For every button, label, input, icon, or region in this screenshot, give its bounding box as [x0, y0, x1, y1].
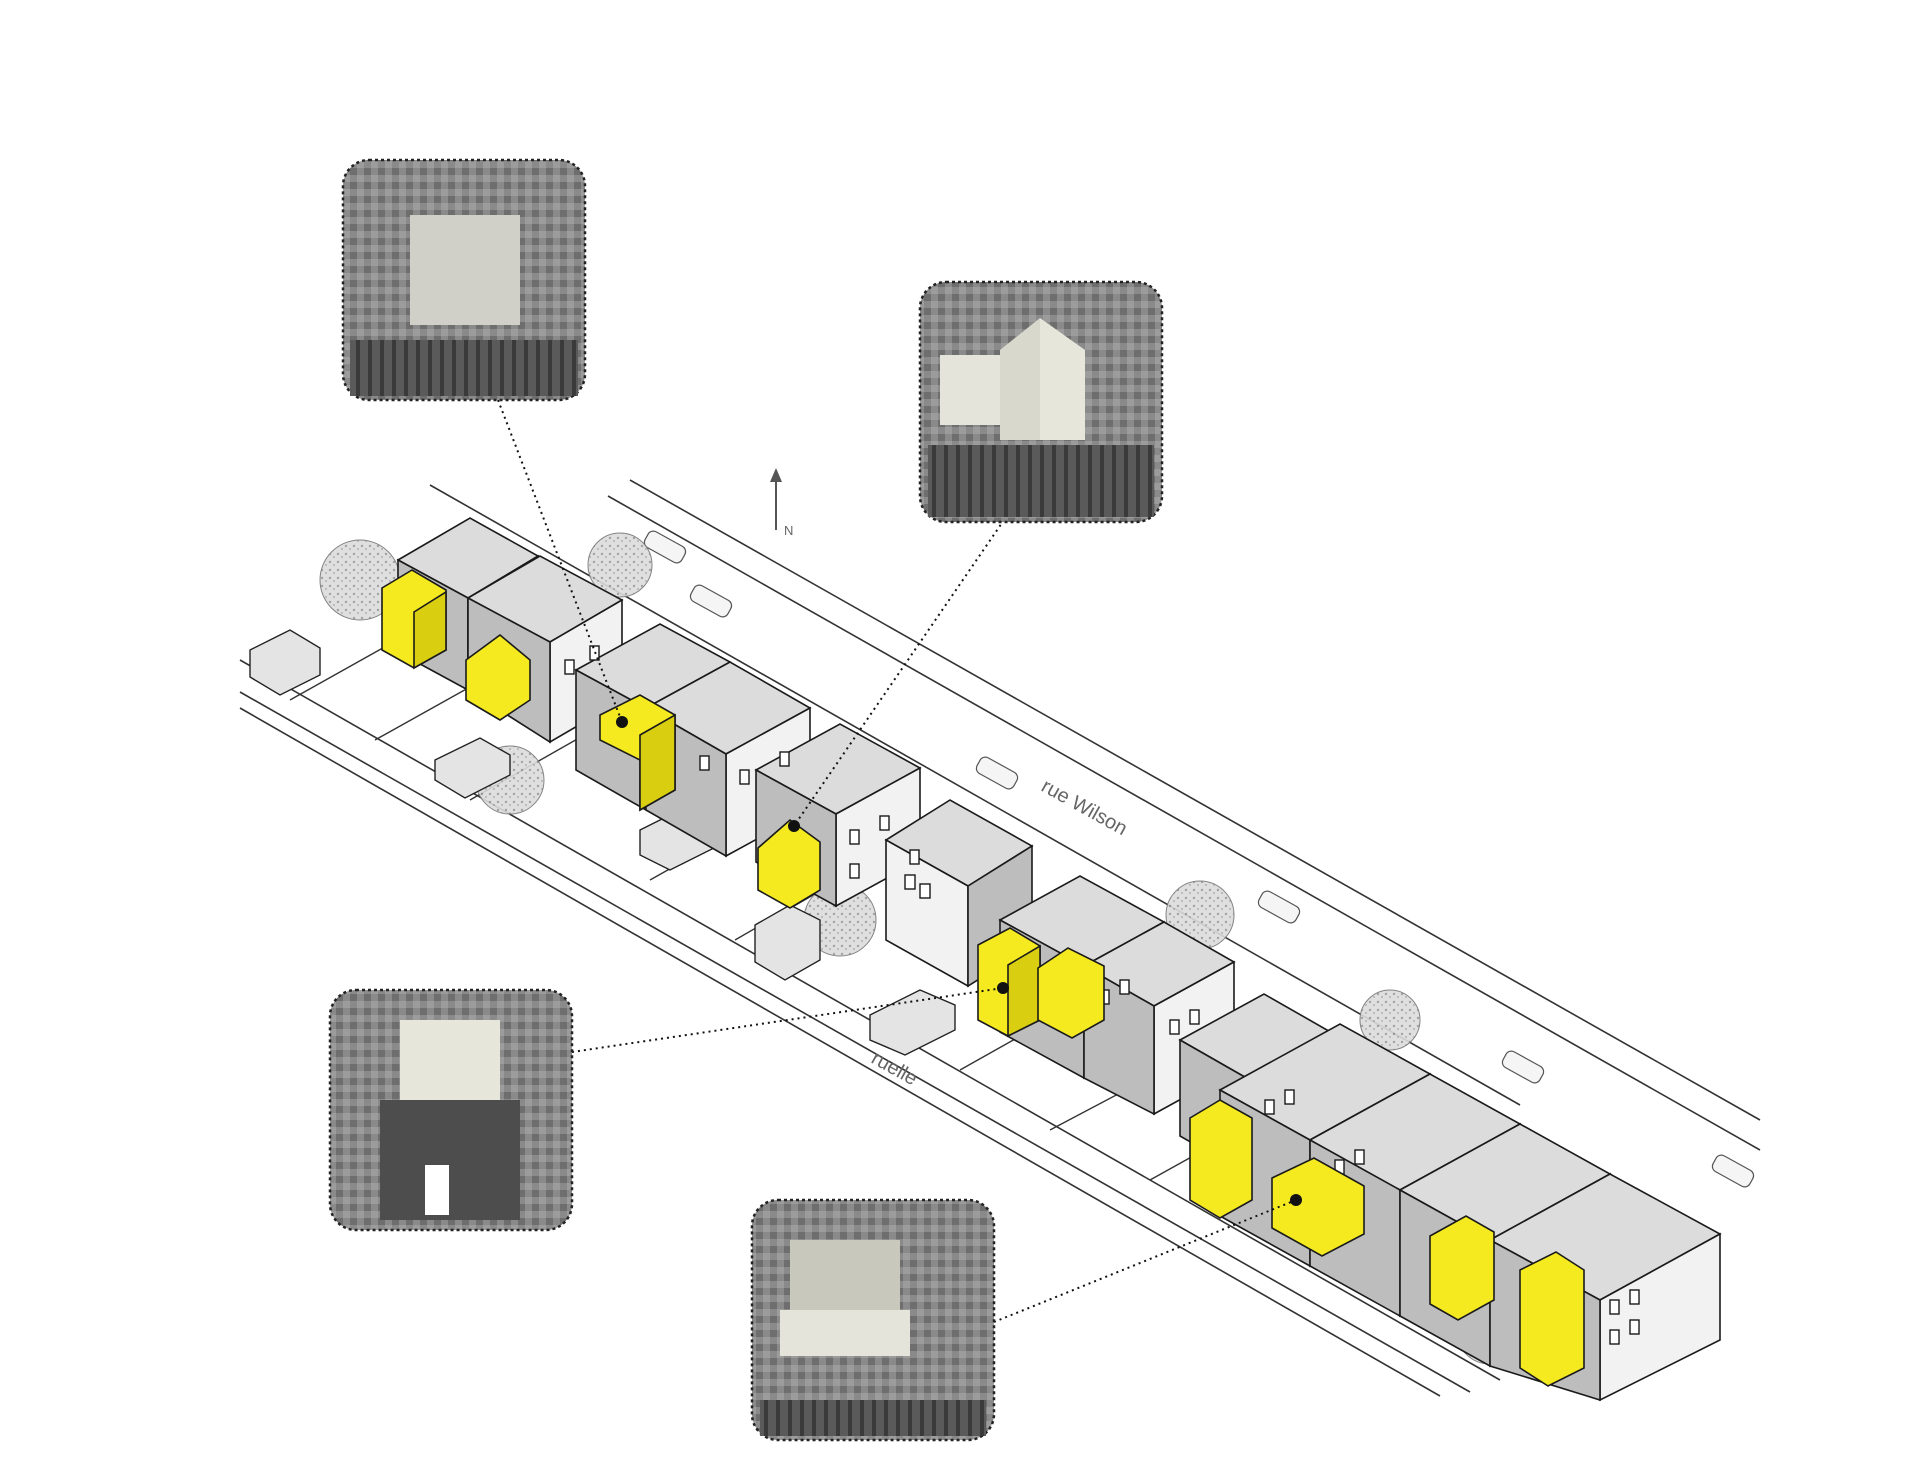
car-6 [1711, 1154, 1755, 1188]
extension-2 [465, 633, 531, 721]
extension-8 [1271, 1157, 1365, 1257]
extension-10 [1519, 1251, 1585, 1387]
tree-8 [1359, 989, 1421, 1051]
car-5 [1501, 1050, 1545, 1084]
car-4 [1257, 890, 1301, 924]
leader-points [616, 716, 1302, 1206]
north-arrow: N [770, 468, 793, 538]
shed-1 [249, 629, 321, 696]
extension-4 [757, 818, 821, 909]
car-1 [643, 530, 687, 564]
extensions [381, 569, 1585, 1387]
cars [643, 530, 1755, 1188]
photo-gable-house-extension [918, 280, 1164, 524]
extension-5 [977, 927, 1041, 1038]
shed-2 [434, 737, 511, 799]
shed-5 [869, 989, 956, 1056]
leader-lines [497, 399, 1297, 1323]
tree-2 [587, 532, 653, 598]
photo-rear-box-extension [750, 1198, 996, 1442]
shed-4 [754, 904, 821, 981]
extension-7 [1189, 1099, 1253, 1219]
car-2 [689, 584, 733, 618]
extension-6 [1037, 947, 1105, 1039]
north-label: N [784, 523, 793, 538]
windows [564, 645, 1640, 1345]
car-3 [975, 756, 1019, 790]
photo-rear-houses-fence [341, 158, 587, 402]
extension-1 [381, 569, 447, 670]
photo-brick-house-extension [328, 988, 574, 1232]
extension-9 [1429, 1215, 1495, 1321]
